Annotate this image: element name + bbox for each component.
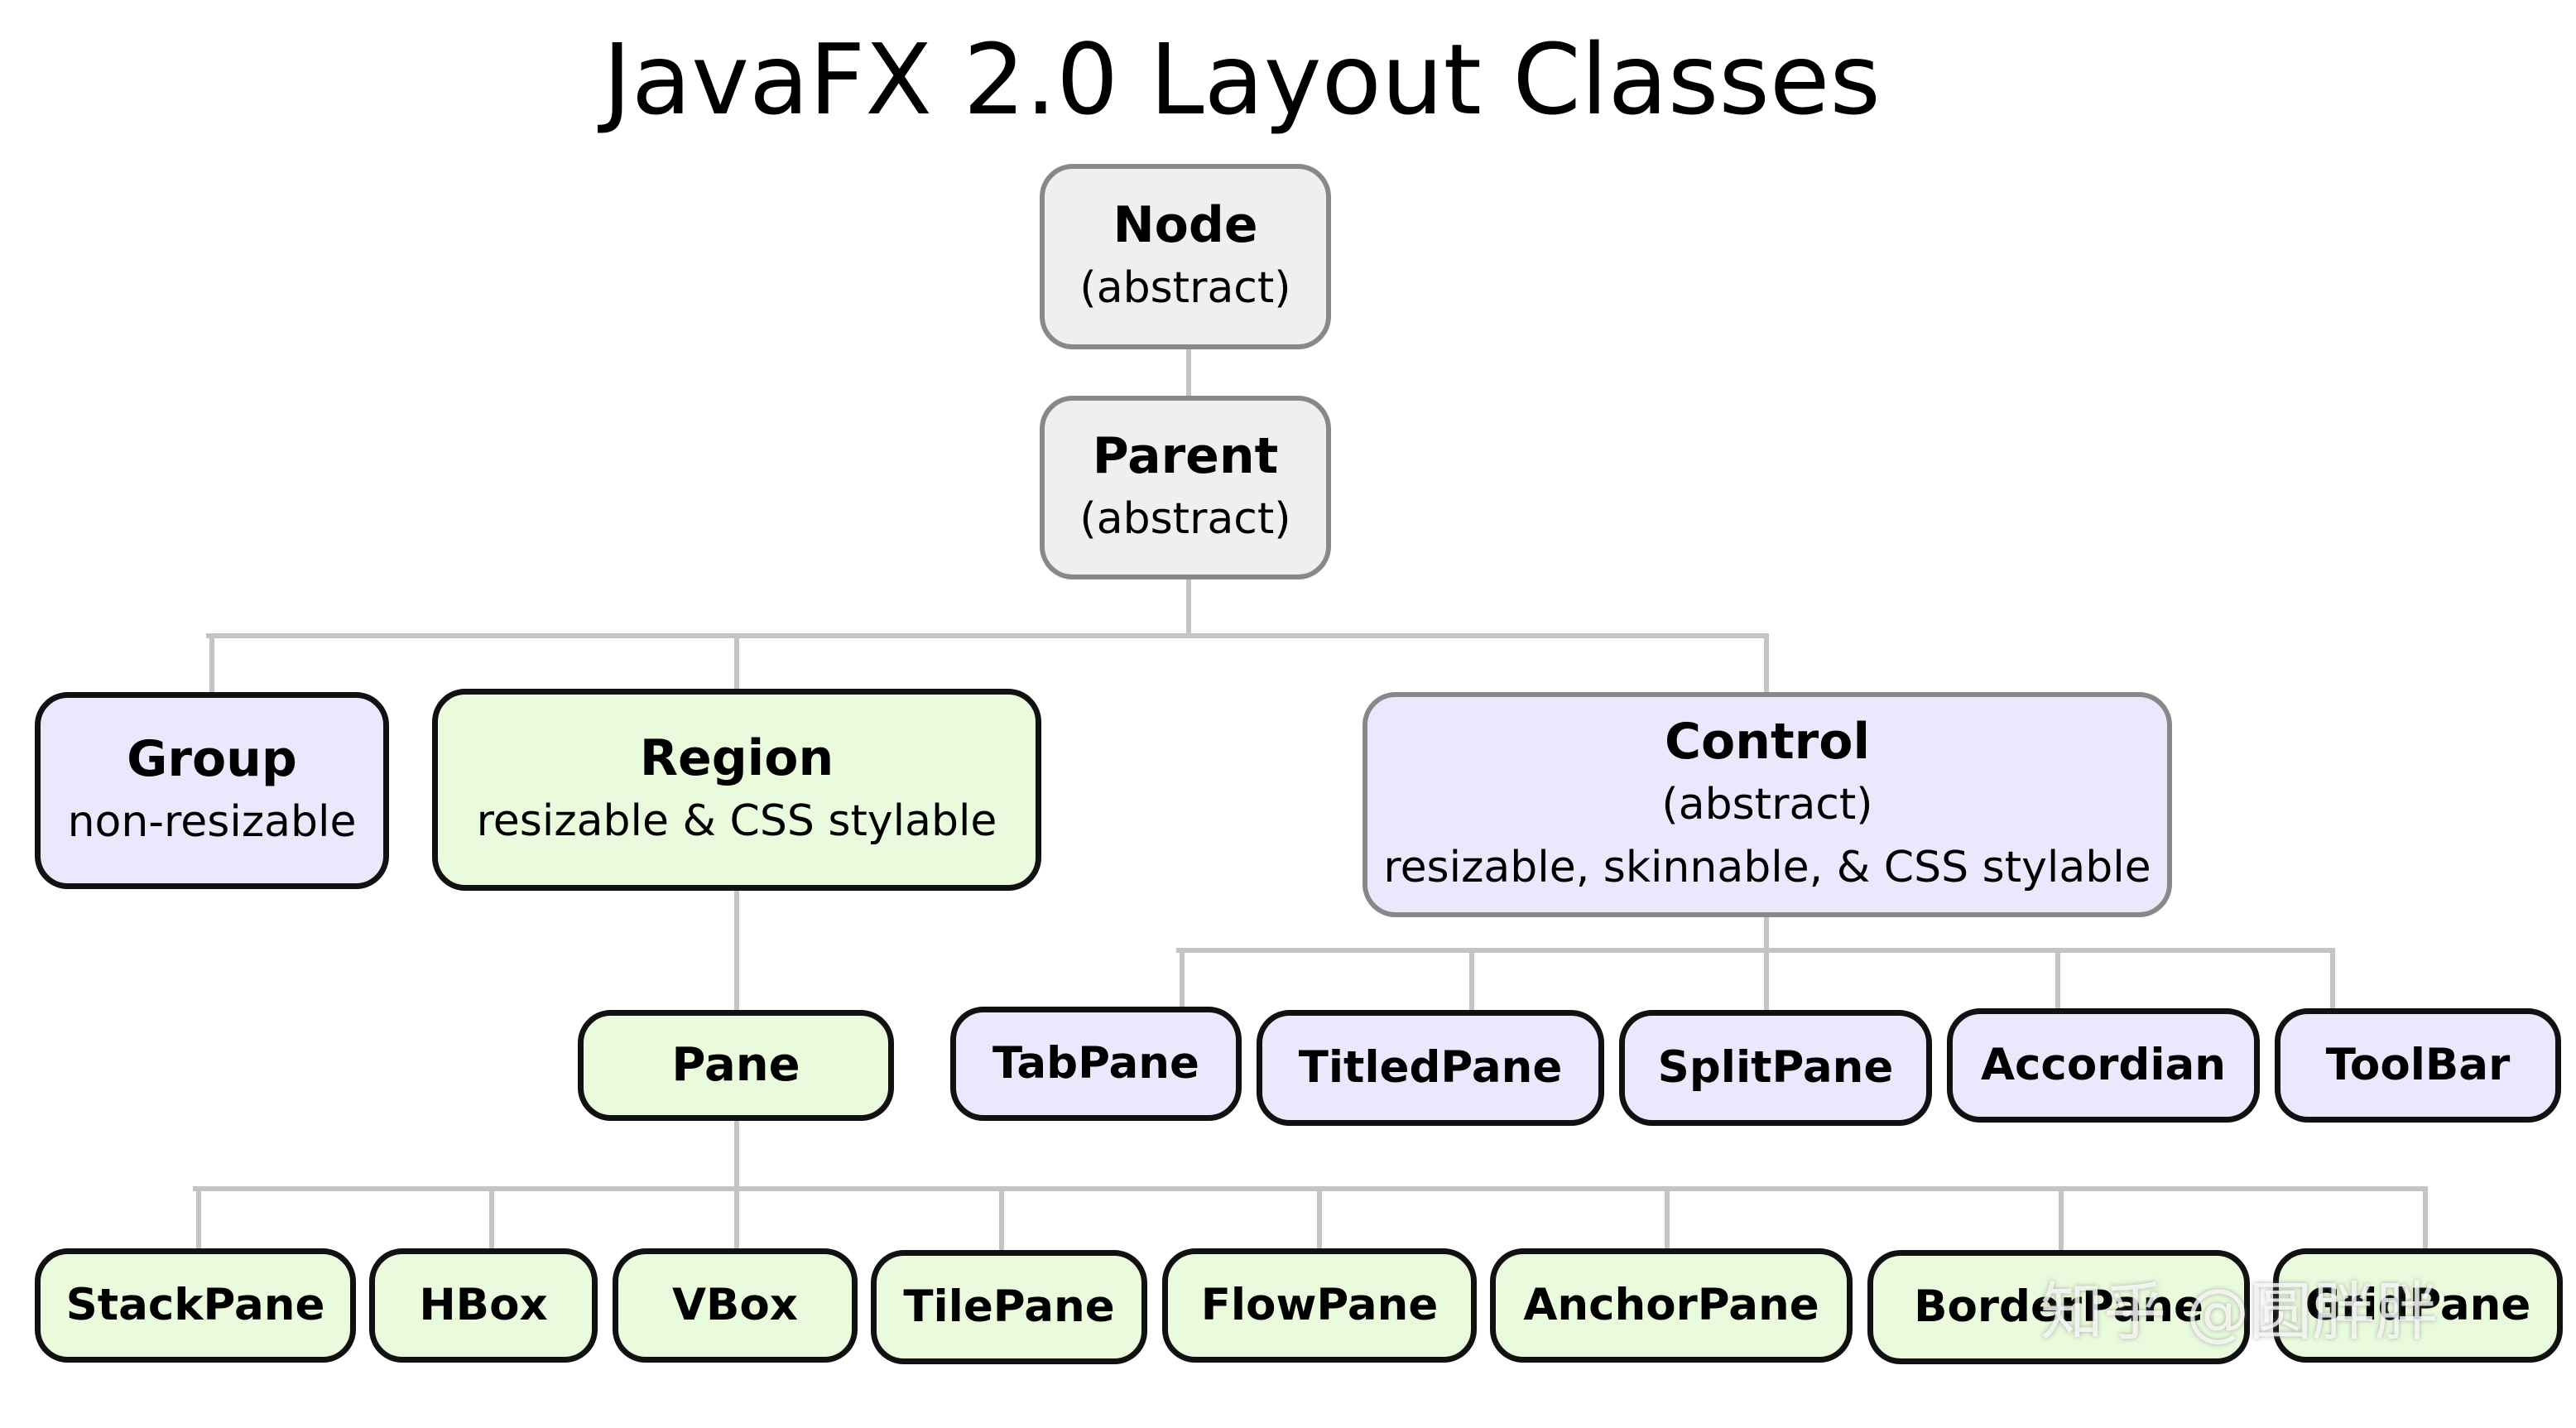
- tilepane-name: TilePane: [903, 1281, 1115, 1332]
- node-group: Group non-resizable: [35, 692, 389, 889]
- control-sub: (abstract): [1661, 780, 1873, 829]
- control-sub2: resizable, skinnable, & CSS stylable: [1383, 843, 2151, 892]
- node-sub: (abstract): [1079, 263, 1291, 313]
- node-stackpane: StackPane: [35, 1248, 356, 1363]
- group-name: Group: [127, 730, 297, 788]
- parent-name: Parent: [1092, 427, 1279, 485]
- watermark: 知乎 @圆胖胖: [2040, 1275, 2439, 1349]
- node-node: Node (abstract): [1040, 164, 1331, 349]
- node-titledpane: TitledPane: [1257, 1010, 1604, 1126]
- node-anchorpane: AnchorPane: [1490, 1248, 1853, 1363]
- gridpane-name: GridPane: [2304, 1280, 2531, 1330]
- node-parent: Parent (abstract): [1040, 396, 1331, 579]
- region-sub: resizable & CSS stylable: [476, 796, 997, 846]
- node-borderpane: BorderPane: [1867, 1250, 2250, 1364]
- node-name: Node: [1113, 196, 1258, 254]
- node-flowpane: FlowPane: [1162, 1248, 1477, 1363]
- node-toolbar: ToolBar: [2275, 1008, 2561, 1123]
- tabpane-name: TabPane: [992, 1038, 1199, 1089]
- node-splitpane: SplitPane: [1619, 1010, 1932, 1126]
- control-name: Control: [1664, 713, 1871, 771]
- stackpane-name: StackPane: [65, 1280, 325, 1330]
- node-hbox: HBox: [369, 1248, 598, 1363]
- borderpane-name: BorderPane: [1914, 1281, 2204, 1332]
- diagram-title: JavaFX 2.0 Layout Classes: [603, 22, 1881, 137]
- pane-name: Pane: [671, 1038, 800, 1092]
- node-region: Region resizable & CSS stylable: [432, 689, 1041, 891]
- parent-sub: (abstract): [1079, 494, 1291, 544]
- group-sub: non-resizable: [67, 797, 357, 847]
- splitpane-name: SplitPane: [1657, 1042, 1894, 1093]
- node-vbox: VBox: [613, 1248, 858, 1363]
- hbox-name: HBox: [419, 1280, 548, 1330]
- region-name: Region: [639, 729, 834, 787]
- node-pane: Pane: [578, 1010, 894, 1121]
- vbox-name: VBox: [671, 1280, 798, 1330]
- flowpane-name: FlowPane: [1200, 1280, 1439, 1330]
- node-tilepane: TilePane: [871, 1250, 1147, 1364]
- toolbar-name: ToolBar: [2325, 1040, 2511, 1090]
- node-control: Control (abstract) resizable, skinnable,…: [1362, 692, 2172, 917]
- anchorpane-name: AnchorPane: [1523, 1280, 1819, 1330]
- node-accordian: Accordian: [1947, 1008, 2260, 1123]
- node-gridpane: GridPane: [2273, 1248, 2563, 1363]
- titledpane-name: TitledPane: [1298, 1042, 1563, 1093]
- node-tabpane: TabPane: [950, 1007, 1242, 1121]
- accordian-name: Accordian: [1980, 1040, 2226, 1090]
